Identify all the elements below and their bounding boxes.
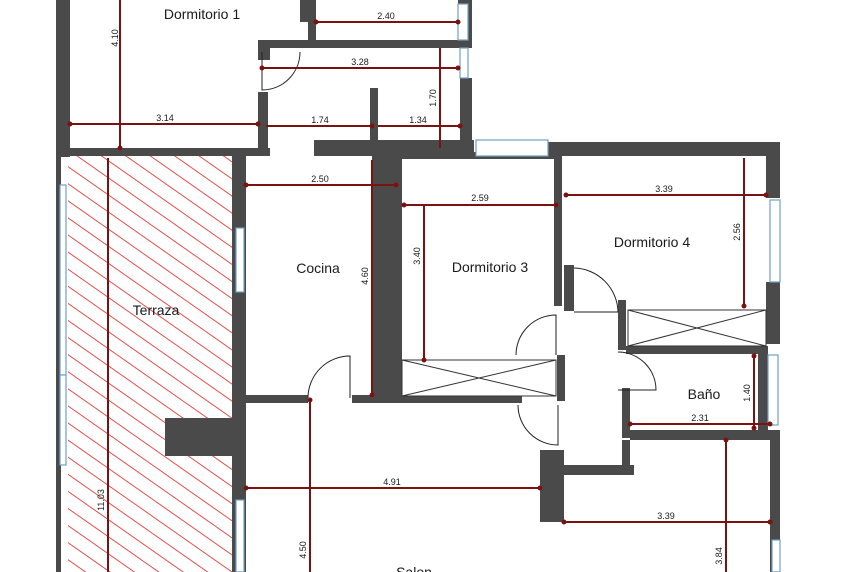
closets	[401, 309, 767, 397]
windows	[59, 3, 781, 572]
room-label-salon: Salon	[396, 564, 432, 572]
closet-dormitorio3	[401, 359, 557, 397]
dimension-labels: 4.10 2.40 3.28 1.70 3.14 1.74 1.34 2.50 …	[96, 11, 752, 565]
dimension-lines	[70, 0, 770, 572]
dim-4-50: 4.50	[298, 541, 308, 559]
terrace-area	[68, 155, 235, 572]
dim-3-14: 3.14	[156, 113, 174, 123]
dim-11-03: 11.03	[96, 489, 106, 511]
dim-3-28: 3.28	[351, 57, 369, 67]
dim-2-59: 2.59	[471, 193, 489, 203]
room-label-dormitorio3: Dormitorio 3	[452, 259, 528, 275]
dim-3-39-bottom: 3.39	[657, 511, 675, 521]
dim-1-70: 1.70	[428, 89, 438, 107]
dim-2-50: 2.50	[311, 174, 329, 184]
room-label-dormitorio1: Dormitorio 1	[164, 6, 240, 22]
room-label-cocina: Cocina	[296, 260, 340, 276]
dim-2-40: 2.40	[377, 11, 395, 21]
dim-3-39-top: 3.39	[655, 184, 673, 194]
dimension-dots	[67, 19, 773, 525]
dim-3-84: 3.84	[714, 547, 724, 565]
room-labels: Dormitorio 1 Cocina Terraza Dormitorio 3…	[133, 6, 721, 572]
closet-dormitorio4	[627, 309, 767, 347]
dim-3-40: 3.40	[412, 247, 422, 265]
dim-2-56: 2.56	[732, 223, 742, 241]
room-label-dormitorio4: Dormitorio 4	[614, 234, 690, 250]
doors	[261, 51, 657, 446]
dim-2-31: 2.31	[691, 413, 709, 423]
dim-4-60: 4.60	[360, 267, 370, 285]
room-label-bano: Baño	[688, 386, 721, 402]
dim-1-74: 1.74	[311, 115, 329, 125]
dim-4-10: 4.10	[110, 29, 120, 47]
dim-4-91: 4.91	[383, 477, 401, 487]
dim-1-34: 1.34	[409, 115, 427, 125]
room-label-terraza: Terraza	[133, 302, 180, 318]
dim-1-40: 1.40	[742, 384, 752, 402]
